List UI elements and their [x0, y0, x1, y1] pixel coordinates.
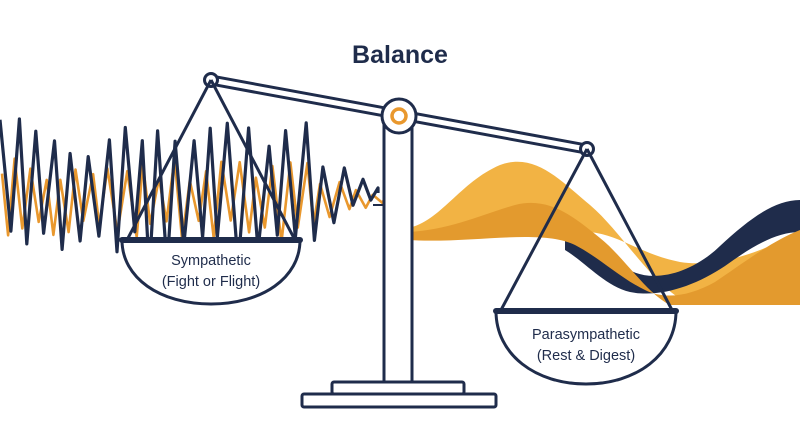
left-pan-label-line1: Sympathetic [171, 253, 251, 269]
right-pan-label-line1: Parasympathetic [532, 327, 640, 343]
diagram-title: Balance [352, 41, 448, 69]
right-pan-label-line2: (Rest & Digest) [537, 348, 635, 364]
left-pan: Sympathetic (Fight or Flight) [119, 72, 303, 306]
scale-stand [300, 118, 498, 409]
right-pan: Parasympathetic (Rest & Digest) [493, 141, 679, 386]
sympathetic-primary-wave [0, 117, 380, 273]
left-pan-label-line2: (Fight or Flight) [162, 274, 260, 290]
parasympathetic-wave-orange [408, 202, 800, 305]
pivot-icon [380, 97, 418, 135]
